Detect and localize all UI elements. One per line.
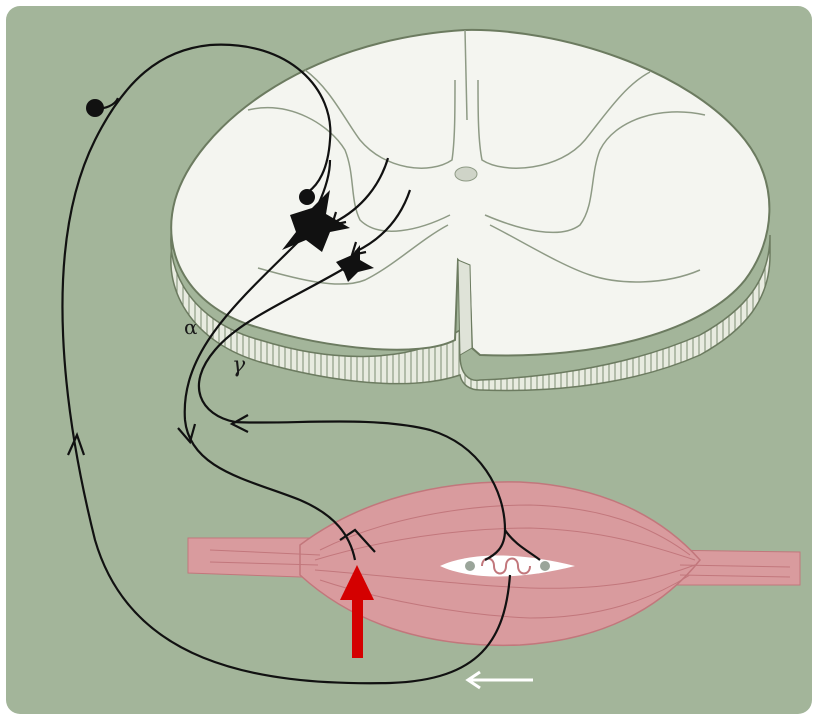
spindle-end-left [465,561,475,571]
central-canal [455,167,477,181]
ventral-fissure [458,260,472,355]
sensory-neuron-soma [86,99,104,117]
sensory-terminal [299,189,315,205]
spindle-end-right [540,561,550,571]
gamma-label: γ [232,353,246,378]
alpha-label: α [184,315,198,339]
